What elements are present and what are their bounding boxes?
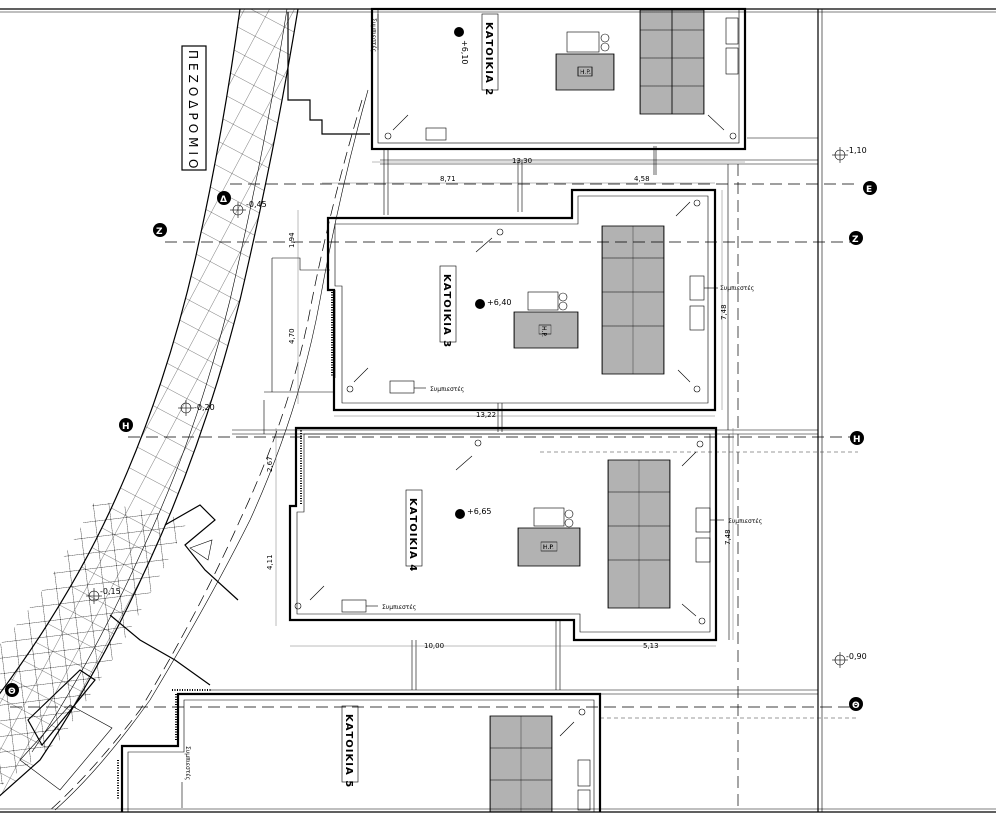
house-4-hp-label: H.P. [543,544,554,551]
dimension-7-48-b: 7,48 [724,529,732,545]
level-minus-0-15: -0,15 [100,587,121,596]
grid-marker-zeta-right: Ζ [849,231,863,245]
level-minus-1-10: -1,10 [846,146,867,155]
house-2-compressor-label: Συμπιεστές [370,18,377,52]
house-5-label: ΚΑΤΟΙΚΙΑ 5 [343,714,354,788]
house-4-compressor-bottom: Συμπιεστές [382,604,416,611]
dimension-2-67: 2,67 [266,456,274,472]
grid-markers: Δ Ζ Ζ Ε Η Η Θ Θ [5,181,877,711]
svg-text:Ζ: Ζ [852,235,859,245]
svg-text:Ε: Ε [866,185,872,195]
house-2: H.P. ΚΑΤΟΙΚΙΑ 2 +6,10 Συμπιεστές [370,7,747,151]
dimension-4-11: 4,11 [266,554,274,570]
dimension-7-48-a: 7,48 [720,304,728,320]
svg-text:Δ: Δ [220,195,227,205]
grid-marker-epsilon: Ε [863,181,877,195]
level-minus-0-20: -0,20 [194,403,215,412]
house-3-compressor-bottom: Συμπιεστές [430,386,464,393]
house-3-elevation: +6,40 [487,298,512,307]
dimension-10-00: 10,00 [424,642,444,650]
dimension-13-30: 13,30 [512,157,532,165]
grid-marker-zeta-left: Ζ [153,223,167,237]
house-5-compressor-label: Συμπιεστές [184,746,191,780]
street-label: ΠΕΖΟΔΡΟΜΙΟ [186,50,200,173]
dimension-lines: 13,30 8,71 4,58 1,94 4,70 7,48 13,22 2,6… [266,157,745,650]
house-2-elevation: +6,10 [460,40,469,65]
dimension-13-22: 13,22 [476,411,496,419]
dimension-4-70: 4,70 [288,328,296,344]
grid-axes [10,183,858,719]
house-3: H.P. ΚΑΤΟΙΚΙΑ 3 +6,40 Συμπιεστές Συμπιεσ… [326,188,754,412]
dimension-4-58: 4,58 [634,175,650,183]
grid-marker-eta-right: Η [850,431,864,445]
house-4-compressor-right: Συμπιεστές [728,518,762,525]
dimension-1-94: 1,94 [288,232,296,248]
grid-marker-theta-left: Θ [5,683,19,697]
dimension-8-71: 8,71 [440,175,456,183]
house-5: ΚΑΤΟΙΚΙΑ 5 Συμπιεστές [117,689,602,813]
svg-text:Η: Η [853,435,861,445]
house-3-label: ΚΑΤΟΙΚΙΑ 3 [441,274,452,348]
house-3-hp-label: H.P. [540,326,547,337]
house-4-elevation: +6,65 [467,507,492,516]
svg-text:Θ: Θ [852,701,860,711]
grid-marker-delta: Δ [217,191,231,205]
house-2-label: ΚΑΤΟΙΚΙΑ 2 [483,22,494,96]
house-4: H.P. ΚΑΤΟΙΚΙΑ 4 +6,65 Συμπιεστές Συμπιεσ… [288,426,762,642]
house-2-hp-label: H.P. [580,69,591,76]
level-markers: -0,45 -0,20 -0,15 -1,10 -0,90 [86,146,867,668]
level-minus-0-90: -0,90 [846,652,867,661]
house-4-label: ΚΑΤΟΙΚΙΑ 4 [407,498,418,572]
level-minus-0-45: -0,45 [246,200,267,209]
pedestrian-street: ΠΕΖΟΔΡΟΜΙΟ [0,8,299,797]
grid-marker-eta-left: Η [119,418,133,432]
plot-lines [210,9,823,812]
grid-marker-theta-right: Θ [849,697,863,711]
svg-text:Η: Η [122,422,130,432]
svg-text:Ζ: Ζ [156,227,163,237]
svg-text:Θ: Θ [8,687,16,697]
site-boundary [19,12,370,813]
house-3-compressor-right: Συμπιεστές [720,285,754,292]
dimension-5-13: 5,13 [643,642,659,650]
